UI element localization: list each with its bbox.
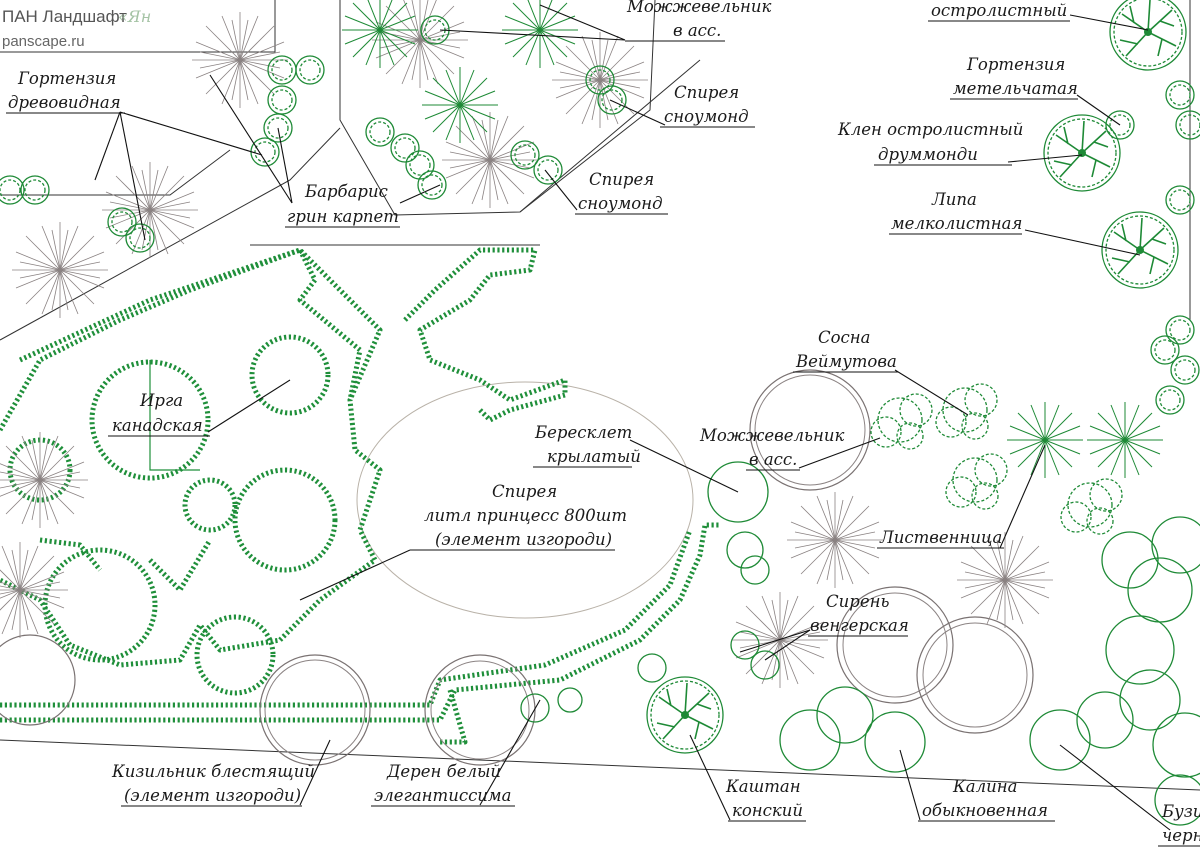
svg-text:Сосна: Сосна bbox=[818, 328, 871, 347]
svg-text:крылатый: крылатый bbox=[547, 447, 641, 466]
label-mozhzhevelnik-top: Можжевельник в асс. bbox=[625, 0, 771, 42]
label-spireya-1: Спирея сноумонд bbox=[660, 83, 755, 128]
watermark-site: panscape.ru bbox=[2, 33, 85, 50]
svg-text:в асс.: в асс. bbox=[749, 450, 797, 469]
svg-text:Гортензия: Гортензия bbox=[17, 69, 116, 88]
watermark-company: ПАН Ландшафт bbox=[2, 7, 127, 26]
label-siren: Сирень венгерская bbox=[808, 592, 909, 637]
label-irga: Ирга канадская bbox=[108, 391, 210, 437]
label-spireya-2: Спирея сноумонд bbox=[575, 170, 668, 215]
svg-text:венгерская: венгерская bbox=[810, 616, 909, 635]
label-sosna: Сосна Веймутова bbox=[793, 328, 898, 373]
label-klen: Клен остролистный друммонди bbox=[837, 120, 1023, 166]
svg-text:Клен остролистный: Клен остролистный bbox=[837, 120, 1023, 139]
svg-text:обыкновенная: обыкновенная bbox=[922, 801, 1048, 820]
svg-text:Бузи: Бузи bbox=[1161, 802, 1200, 821]
grey-trees bbox=[0, 431, 536, 766]
svg-text:Каштан: Каштан bbox=[725, 777, 801, 796]
svg-text:Липа: Липа bbox=[931, 190, 977, 209]
svg-text:древовидная: древовидная bbox=[8, 93, 121, 112]
watermark-overlay: «Ян bbox=[118, 7, 151, 26]
leader-lines bbox=[94, 4, 1171, 831]
svg-text:мелколистная: мелколистная bbox=[891, 214, 1022, 233]
svg-text:Спирея: Спирея bbox=[492, 482, 557, 501]
svg-text:Ирга: Ирга bbox=[139, 391, 183, 410]
svg-text:Веймутова: Веймутова bbox=[795, 352, 897, 371]
svg-text:Спирея: Спирея bbox=[674, 83, 739, 102]
label-barbaris: Барбарис грин карпет bbox=[285, 182, 400, 228]
svg-text:Сирень: Сирень bbox=[826, 592, 889, 611]
svg-text:Можжевельник: Можжевельник bbox=[699, 426, 844, 445]
label-kashtan: Каштан конский bbox=[725, 777, 806, 822]
svg-text:Гортензия: Гортензия bbox=[966, 55, 1065, 74]
svg-text:Бересклет: Бересклет bbox=[534, 423, 632, 442]
svg-text:Спирея: Спирея bbox=[589, 170, 654, 189]
svg-text:Кизильник блестящий: Кизильник блестящий bbox=[111, 762, 315, 781]
labels: Можжевельник в асс. остролистный Гортенз… bbox=[6, 0, 1200, 847]
lawn-circle bbox=[356, 381, 694, 619]
svg-text:литл принцесс 800шт: литл принцесс 800шт bbox=[424, 506, 627, 525]
label-spireya-main: Спирея литл принцесс 800шт (элемент изго… bbox=[410, 482, 627, 551]
svg-text:друммонди: друммонди bbox=[878, 145, 978, 164]
svg-text:остролистный: остролистный bbox=[931, 1, 1067, 20]
svg-text:Дерен белый: Дерен белый bbox=[386, 762, 501, 781]
svg-text:Можжевельник: Можжевельник bbox=[626, 0, 771, 16]
svg-text:грин карпет: грин карпет bbox=[287, 207, 399, 226]
label-buzina: Бузи черн bbox=[1158, 802, 1200, 847]
svg-text:Лиственница: Лиственница bbox=[879, 528, 1002, 547]
right-planting bbox=[520, 369, 1200, 826]
svg-text:Калина: Калина bbox=[952, 777, 1017, 796]
svg-text:черн: черн bbox=[1162, 826, 1200, 845]
label-deren: Дерен белый элегантиссима bbox=[371, 762, 515, 807]
label-kizilnik: Кизильник блестящий (элемент изгороди) bbox=[111, 762, 315, 807]
label-ostrolistny-top: остролистный bbox=[928, 1, 1070, 22]
svg-text:сноумонд: сноумонд bbox=[664, 107, 749, 126]
hedge-parterre bbox=[0, 247, 720, 745]
right-trees bbox=[1043, 0, 1200, 415]
label-gortenziya-metel: Гортензия метельчатая bbox=[950, 55, 1078, 100]
svg-text:(элемент изгороди): (элемент изгороди) bbox=[124, 786, 301, 805]
border-lines bbox=[0, 0, 1200, 791]
top-planting bbox=[0, 0, 649, 319]
svg-text:сноумонд: сноумонд bbox=[578, 194, 663, 213]
label-listvennitsa: Лиственница bbox=[877, 528, 1004, 549]
svg-text:Барбарис: Барбарис bbox=[304, 182, 388, 201]
svg-text:канадская: канадская bbox=[112, 416, 203, 435]
watermark: ПАН Ландшафт panscape.ru «Ян bbox=[2, 7, 151, 50]
svg-text:элегантиссима: элегантиссима bbox=[374, 786, 511, 805]
svg-text:конский: конский bbox=[732, 801, 803, 820]
label-kalina: Калина обыкновенная bbox=[918, 777, 1055, 822]
svg-text:в асс.: в асс. bbox=[673, 21, 721, 40]
svg-text:метельчатая: метельчатая bbox=[953, 79, 1078, 98]
svg-text:(элемент изгороди): (элемент изгороди) bbox=[435, 530, 612, 549]
label-mozhzhevelnik-2: Можжевельник в асс. bbox=[699, 426, 844, 471]
label-lipa: Липа мелколистная bbox=[889, 190, 1022, 235]
label-gortenziya-drevo: Гортензия древовидная bbox=[6, 69, 125, 114]
label-bereskl: Бересклет крылатый bbox=[533, 423, 641, 468]
